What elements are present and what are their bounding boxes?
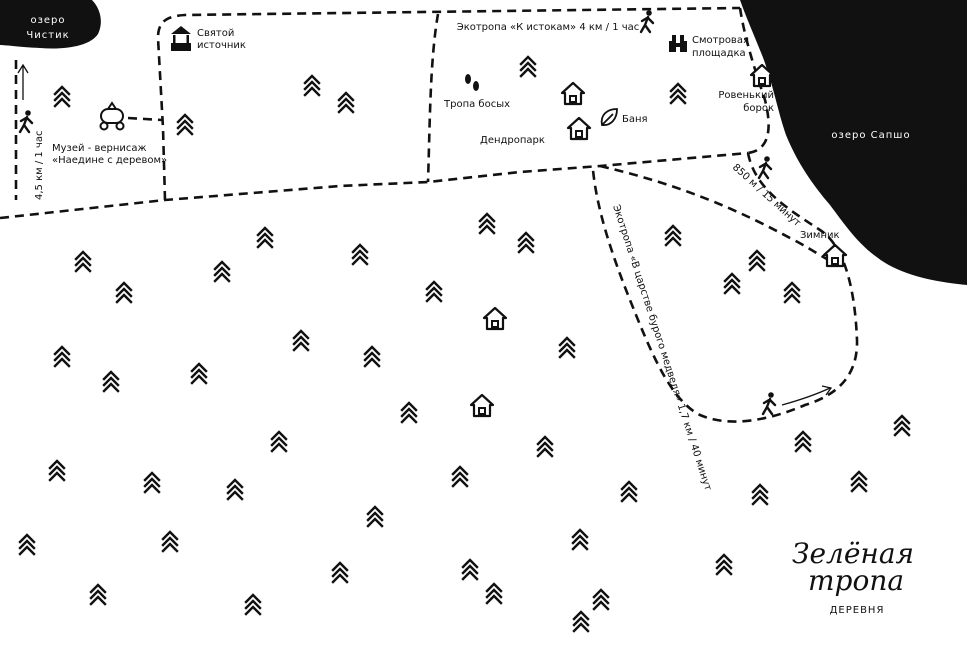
tree-icon <box>485 582 503 605</box>
north-road <box>156 6 741 201</box>
walker-icon <box>757 154 773 180</box>
trail-right-distance: 850 м / 15 минут <box>730 162 803 229</box>
logo-line2: тропа <box>808 564 904 597</box>
tree-icon <box>620 480 638 503</box>
tree-icon <box>850 470 868 493</box>
carriage-icon <box>99 101 125 131</box>
tree-icon <box>572 610 590 633</box>
binoculars-icon <box>669 35 687 52</box>
tree-icon <box>102 370 120 393</box>
tree-icon <box>18 533 36 556</box>
tree-icon <box>161 530 179 553</box>
footprints-icon <box>465 74 479 91</box>
tree-icon <box>366 505 384 528</box>
arrow-icon <box>17 63 29 100</box>
tree-icon <box>748 249 766 272</box>
tree-icon <box>669 82 687 105</box>
well-icon <box>171 26 191 51</box>
tree-icon <box>48 459 66 482</box>
tree-icon <box>226 478 244 501</box>
spring-label-1: Святой <box>197 28 234 39</box>
trail-to-sources-label: Экотропа «К истокам» 4 км / 1 час <box>457 22 640 33</box>
walker-icon <box>18 108 34 134</box>
bear-trail <box>591 152 859 423</box>
lookout-label-1: Смотровая <box>692 35 749 46</box>
rovenky-label-1: Ровенький <box>718 90 774 101</box>
tree-icon <box>74 250 92 273</box>
tree-icon <box>461 558 479 581</box>
barefoot-label: Тропа босых <box>443 99 510 110</box>
museum-label-2: «Наедине с деревом» <box>52 155 167 166</box>
trails <box>0 6 859 423</box>
tree-icon <box>270 430 288 453</box>
logo: Зелёная тропа ДЕРЕВНЯ <box>792 537 914 616</box>
logo-line1: Зелёная <box>792 537 914 570</box>
lake-sapsho-label: озеро Сапшо <box>831 130 910 141</box>
spring-label-2: источник <box>197 40 246 51</box>
museum-label-1: Музей - вернисаж <box>52 143 147 154</box>
east-road <box>738 7 770 155</box>
lake-chistik-label-2: Чистик <box>26 30 69 41</box>
rovenky-label-2: борок <box>743 103 774 114</box>
tree-icon <box>115 281 133 304</box>
tree-icon <box>143 471 161 494</box>
house-icon <box>566 116 592 141</box>
trail-bear-label: Экотропа «В царстве бурого медведя» 1,7 … <box>610 204 713 493</box>
mid-divider <box>426 13 440 183</box>
tree-icon <box>351 243 369 266</box>
tree-icon <box>517 231 535 254</box>
tree-icon <box>592 588 610 611</box>
tree-icon <box>536 435 554 458</box>
forest <box>18 55 911 633</box>
lake-chistik: озеро Чистик <box>0 0 101 49</box>
zimnik-label: Зимник <box>800 230 840 241</box>
walker-icon <box>639 8 655 34</box>
museum-spur <box>127 116 163 122</box>
tree-icon <box>723 272 741 295</box>
lookout-label-2: площадка <box>692 48 746 59</box>
tree-icon <box>89 583 107 606</box>
arrow-icon <box>781 385 833 406</box>
tree-icon <box>303 74 321 97</box>
house-icon <box>822 243 848 268</box>
banya-label: Баня <box>622 114 648 125</box>
tree-icon <box>558 336 576 359</box>
logo-sub: ДЕРЕВНЯ <box>830 605 885 616</box>
tree-icon <box>751 483 769 506</box>
tree-icon <box>53 345 71 368</box>
dendropark-label: Дендропарк <box>480 135 545 146</box>
house-icon <box>560 81 586 106</box>
lake-sapsho: озеро Сапшо <box>740 0 967 285</box>
tree-icon <box>519 55 537 78</box>
tree-icon <box>664 224 682 247</box>
tree-icon <box>176 113 194 136</box>
house-icon <box>469 393 495 418</box>
house-icon <box>482 306 508 331</box>
lake-chistik-label-1: озеро <box>30 15 65 26</box>
tree-icon <box>400 401 418 424</box>
tree-icon <box>794 430 812 453</box>
tree-icon <box>783 281 801 304</box>
tree-icon <box>571 528 589 551</box>
leaf-icon <box>600 108 618 126</box>
tree-icon <box>715 553 733 576</box>
tree-icon <box>256 226 274 249</box>
tree-icon <box>331 561 349 584</box>
tree-icon <box>363 345 381 368</box>
trail-left-distance: 4,5 км / 1 час <box>34 131 45 200</box>
tree-icon <box>53 85 71 108</box>
tree-icon <box>425 280 443 303</box>
tree-icon <box>337 91 355 114</box>
tree-icon <box>893 414 911 437</box>
tree-icon <box>451 465 469 488</box>
tree-icon <box>292 329 310 352</box>
tree-icon <box>190 362 208 385</box>
tree-icon <box>478 212 496 235</box>
tree-icon <box>244 593 262 616</box>
tree-icon <box>213 260 231 283</box>
walker-icon <box>761 391 777 416</box>
